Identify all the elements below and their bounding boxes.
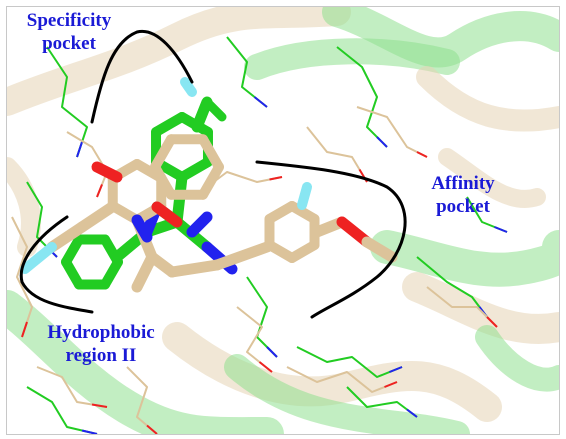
hetero-atom-tip bbox=[376, 136, 388, 148]
ribbon-segment bbox=[438, 148, 546, 208]
figure-frame: Specificity pocket Affinity pocket Hydro… bbox=[6, 6, 560, 435]
residue-wire bbox=[286, 366, 398, 393]
specificity-pocket-label: Specificity pocket bbox=[9, 9, 129, 55]
residue-wire bbox=[306, 126, 368, 183]
ligand-bond bbox=[131, 251, 158, 293]
ligand-bond bbox=[131, 214, 153, 243]
ribbon-segment bbox=[402, 272, 559, 344]
ribbon-segment bbox=[370, 230, 559, 287]
specificity-label-line2: pocket bbox=[42, 33, 96, 54]
affinity-label-line2: pocket bbox=[436, 196, 490, 217]
ligand-sticks bbox=[20, 77, 398, 293]
ribbon-segment bbox=[322, 7, 559, 68]
hydrophobic-label-line1: Hydrophobic bbox=[47, 322, 155, 343]
ribbon-segment bbox=[244, 38, 460, 80]
fluorine-atom bbox=[180, 77, 197, 97]
ligand-bond bbox=[151, 201, 183, 228]
ligand-bond bbox=[76, 201, 118, 233]
hetero-atom-tip bbox=[266, 346, 278, 358]
affinity-pocket-label: Affinity pocket bbox=[411, 172, 515, 218]
ring-bond bbox=[198, 162, 224, 200]
hetero-atom-tip bbox=[76, 141, 83, 158]
hetero-atom-tip bbox=[486, 316, 498, 328]
hetero-atom-tip bbox=[416, 151, 428, 158]
residue-wire bbox=[11, 216, 33, 338]
ligand-bond bbox=[46, 221, 88, 253]
specificity-label-line1: Specificity bbox=[26, 10, 112, 31]
affinity-pocket-outline bbox=[255, 160, 407, 319]
protein-ligand-structure-image bbox=[7, 7, 559, 434]
hydrophobic-region-outline bbox=[19, 215, 94, 314]
ribbon-segment bbox=[416, 66, 559, 132]
hetero-atom-tip bbox=[21, 321, 28, 338]
ligand-bond bbox=[211, 241, 273, 271]
fluorine-atom bbox=[20, 242, 57, 274]
hetero-atom-tip bbox=[96, 184, 103, 198]
ligand-bond bbox=[361, 236, 398, 263]
hetero-atom-tip bbox=[258, 361, 273, 373]
ring-bond bbox=[198, 134, 224, 172]
ribbon-segment bbox=[475, 325, 559, 392]
ribbon-segment bbox=[162, 322, 502, 422]
hetero-atom-tip bbox=[406, 408, 418, 418]
ligand-bond bbox=[166, 259, 223, 278]
ligand-bond bbox=[91, 161, 123, 183]
hydrophobic-region-label: Hydrophobic region II bbox=[29, 321, 173, 367]
hetero-atom-tip bbox=[81, 429, 98, 434]
ribbon-segment bbox=[7, 157, 41, 257]
fluorine-atom bbox=[297, 182, 312, 210]
residue-wire bbox=[336, 46, 388, 148]
ligand-bond bbox=[202, 97, 227, 122]
pocket-outlines bbox=[19, 29, 407, 319]
ligand-bond bbox=[186, 211, 213, 238]
hetero-atom-tip bbox=[146, 424, 158, 434]
residue-wire bbox=[356, 106, 428, 158]
hetero-atom-tip bbox=[384, 381, 398, 388]
ring-bond bbox=[150, 134, 176, 172]
ribbon-segment bbox=[224, 354, 470, 434]
ribbon-segment bbox=[7, 7, 351, 116]
hetero-atom-tip bbox=[389, 366, 403, 373]
hetero-atom-tip bbox=[253, 96, 268, 108]
residue-wire bbox=[296, 346, 403, 378]
hetero-atom-tip bbox=[269, 176, 283, 181]
ribbon-segment bbox=[7, 290, 284, 434]
affinity-label-line1: Affinity bbox=[431, 173, 495, 194]
hetero-atom-tip bbox=[91, 403, 108, 408]
specificity-pocket-outline bbox=[90, 29, 194, 124]
hydrophobic-label-line2: region II bbox=[65, 345, 137, 366]
hetero-atom-tip bbox=[494, 226, 508, 233]
residue-sidechains bbox=[11, 36, 508, 434]
residue-wire bbox=[46, 46, 88, 158]
